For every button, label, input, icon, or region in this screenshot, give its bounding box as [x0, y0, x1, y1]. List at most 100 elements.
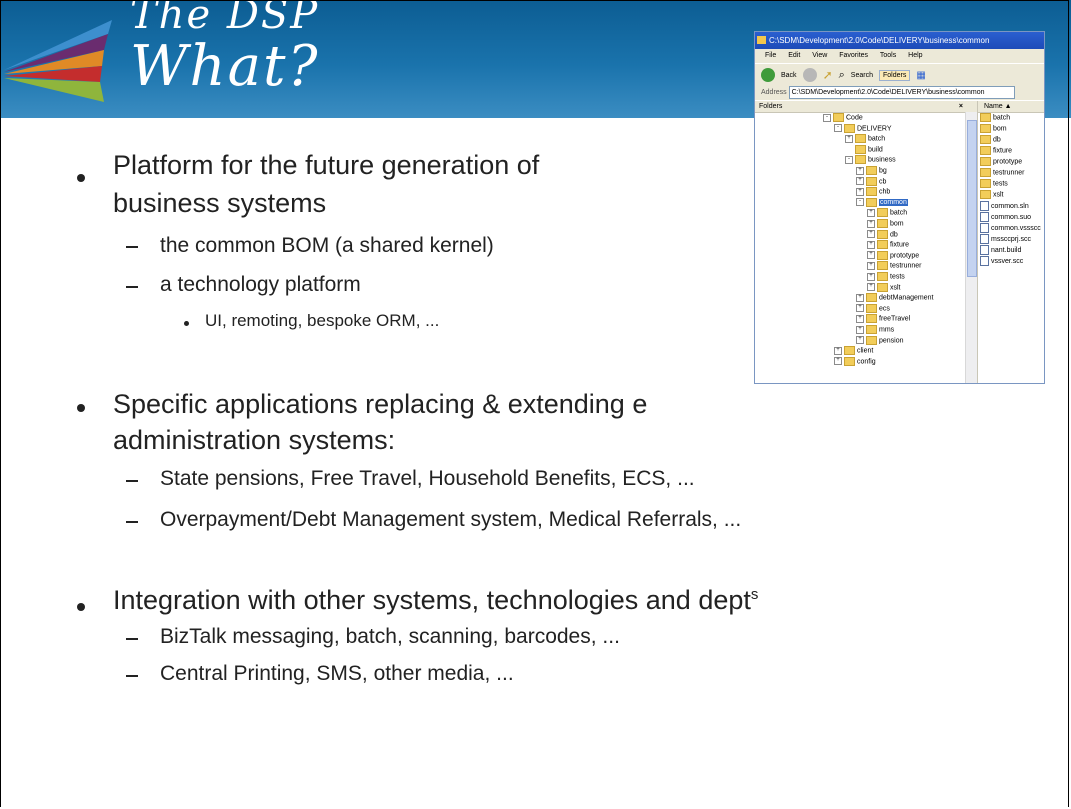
tree-node: +fixture: [867, 240, 909, 250]
tree-node: +ecs: [856, 303, 890, 314]
folder-icon: [844, 123, 855, 133]
up-folder-icon: ➚: [822, 68, 833, 82]
file-name: common.vssscc: [991, 224, 1041, 232]
scrollbar-thumb: [967, 120, 977, 277]
file-icon: [980, 234, 989, 244]
folder-icon: [877, 219, 888, 228]
bullet-1-line1: Platform for the future generation of: [113, 150, 540, 180]
folder-icon: [757, 36, 766, 44]
menu-view: View: [812, 52, 828, 59]
expand-icon: +: [867, 261, 875, 270]
subsub-dot: [184, 321, 189, 326]
folder-icon: [877, 208, 888, 218]
sub-dash: [126, 480, 138, 482]
folder-icon: [980, 157, 991, 166]
file-name: common.sln: [991, 202, 1029, 210]
tree-node: +cb: [856, 176, 886, 187]
folder-icon: [877, 240, 888, 250]
views-icon: ▦: [916, 69, 926, 81]
slide-title-line1: The DSP: [130, 0, 320, 38]
expand-icon: +: [856, 336, 864, 345]
folders-scrollbar: [965, 112, 977, 383]
tree-node-label: common: [879, 199, 908, 207]
folder-icon: [866, 303, 877, 313]
tree-node-label: testrunner: [890, 262, 922, 270]
file-name: common.suo: [991, 213, 1032, 221]
tree-node-label: bg: [879, 167, 887, 175]
folder-icon: [980, 124, 991, 133]
expand-icon: +: [867, 230, 875, 239]
folder-icon: [866, 335, 877, 345]
address-label: Address: [761, 89, 787, 96]
folder-icon: [866, 166, 877, 175]
file-list-item: batch: [980, 113, 1010, 123]
folder-icon: [866, 314, 877, 324]
bullet-3-sub-2: Central Printing, SMS, other media, ...: [160, 662, 514, 685]
tree-node-label: client: [857, 347, 874, 355]
bullet-1-line2: business systems: [113, 188, 327, 218]
file-list-item: prototype: [980, 157, 1022, 167]
explorer-window-screenshot: C:\SDM\Development\2.0\Code\DELIVERY\bus…: [754, 31, 1045, 384]
close-pane-icon: ×: [958, 103, 963, 110]
file-name: tests: [993, 180, 1008, 188]
file-list-item: vssver.scc: [980, 256, 1023, 266]
bullet-dot: [77, 603, 85, 611]
file-name: bom: [993, 125, 1007, 133]
search-icon: ⌕: [838, 68, 845, 81]
tree-node: +db: [867, 229, 898, 240]
explorer-title-bar: C:\SDM\Development\2.0\Code\DELIVERY\bus…: [755, 32, 1044, 49]
expand-icon: +: [834, 346, 842, 355]
folder-icon: [866, 293, 877, 303]
tree-node: +bg: [856, 166, 887, 176]
file-name: xslt: [993, 191, 1004, 199]
back-label: Back: [781, 71, 797, 79]
expand-icon: +: [867, 208, 875, 217]
tree-node-label: fixture: [890, 241, 910, 249]
menu-edit: Edit: [788, 52, 801, 59]
folder-icon: [980, 168, 991, 177]
collapse-icon: -: [834, 124, 842, 133]
file-list-item: mssccprj.scc: [980, 234, 1031, 244]
tree-node: -common: [856, 197, 908, 208]
sub-dash: [126, 246, 138, 248]
file-list-item: db: [980, 135, 1001, 145]
sub-dash: [126, 638, 138, 640]
expand-icon: +: [856, 325, 864, 334]
bullet-1-sub-1: the common BOM (a shared kernel): [160, 234, 494, 257]
tree-node: +bom: [867, 219, 904, 229]
bullet-2-line2: administration systems:: [113, 425, 396, 455]
file-icon: [980, 245, 989, 255]
explorer-toolbar: Back ➚ ⌕ Search Folders ▦: [755, 63, 1044, 86]
folder-icon: [877, 261, 888, 271]
file-list-item: testrunner: [980, 168, 1025, 178]
sub-dash: [126, 675, 138, 677]
dsp-logo-icon: [4, 20, 112, 102]
folder-icon: [877, 282, 888, 292]
file-list-item: common.vssscc: [980, 223, 1041, 233]
folder-icon: [866, 187, 877, 197]
tree-node-label: tests: [890, 273, 905, 281]
expand-icon: +: [867, 283, 875, 292]
tree-node-label: freeTravel: [879, 315, 911, 323]
bullet-dot: [77, 404, 85, 412]
tree-node: +config: [834, 356, 876, 367]
tree-node-label: ecs: [879, 305, 890, 313]
folders-header-label: Folders: [759, 103, 783, 110]
file-name: testrunner: [993, 169, 1025, 177]
sub-dash: [126, 286, 138, 288]
tree-node-label: mms: [879, 326, 895, 334]
file-icon: [980, 223, 989, 233]
folder-icon: [844, 356, 855, 366]
folder-icon: [855, 155, 866, 165]
folder-icon: [980, 190, 991, 199]
tree-node: -Code: [823, 113, 863, 123]
tree-node: +prototype: [867, 250, 919, 261]
folder-icon: [980, 179, 991, 188]
tree-node-label: xslt: [890, 283, 901, 291]
tree-node: + batch: [867, 208, 907, 218]
menu-file: File: [765, 52, 777, 59]
file-icon: [980, 256, 989, 266]
expand-icon: +: [845, 134, 853, 143]
folder-icon: [980, 135, 991, 144]
tree-node-label: batch: [890, 209, 908, 217]
